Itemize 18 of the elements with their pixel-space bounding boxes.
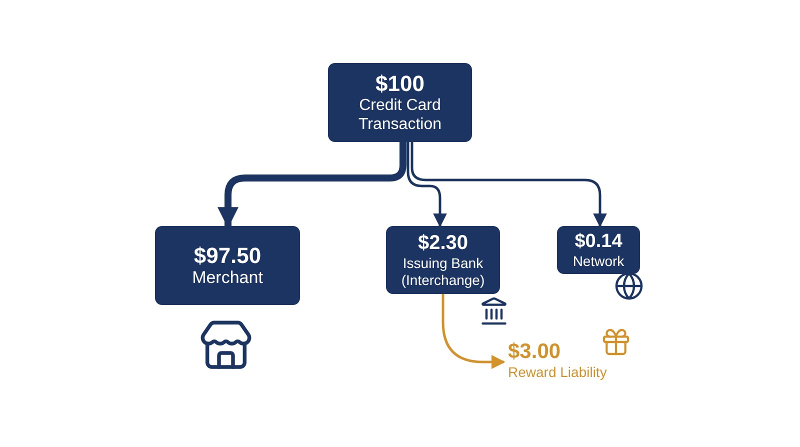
amount-text: $3.00	[508, 340, 561, 364]
amount-text: $100	[376, 70, 424, 96]
amount-box	[386, 226, 500, 294]
arrow	[410, 142, 607, 228]
amount-text: $2.30	[418, 232, 468, 255]
arrow	[406, 142, 447, 228]
label-text: Reward Liability	[508, 364, 607, 381]
label-text: Issuing Bank (Interchange)	[400, 254, 486, 288]
amount-box	[557, 226, 640, 274]
amount-text: $97.50	[194, 242, 262, 268]
amount-box	[328, 63, 472, 142]
label-text: Network	[572, 252, 624, 270]
label-text: Merchant	[192, 268, 263, 288]
amount-text: $0.14	[574, 230, 622, 253]
arrow	[442, 294, 506, 369]
label-text: Credit Card Transaction	[358, 96, 442, 134]
arrow	[218, 142, 406, 228]
amount-box	[155, 226, 300, 305]
